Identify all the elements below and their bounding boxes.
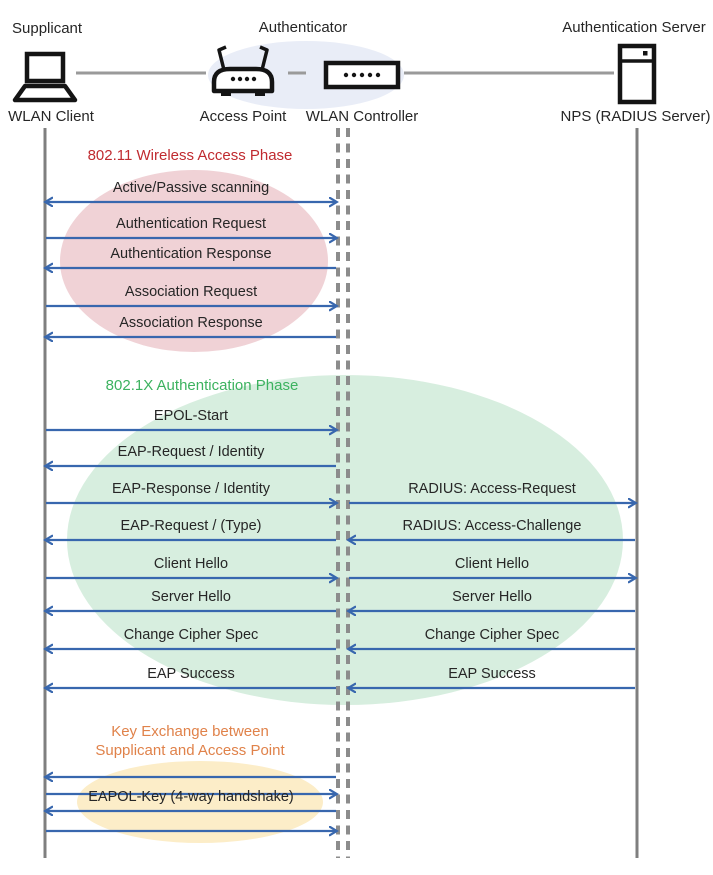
message-label: Server Hello [151, 589, 231, 605]
laptop-icon [12, 51, 78, 103]
phase-ellipse-2 [67, 375, 623, 705]
message-label: RADIUS: Access-Request [408, 481, 576, 497]
message-label: Change Cipher Spec [424, 627, 560, 643]
message-label: EPOL-Start [153, 408, 229, 424]
message-label: Client Hello [454, 556, 530, 572]
phase-title-2: 802.1X Authentication Phase [105, 377, 299, 394]
device-label-nps-radius-server: NPS (RADIUS Server) [560, 108, 711, 125]
device-label-wlan-client: WLAN Client [8, 108, 94, 125]
device-label-access-point: Access Point [199, 108, 287, 125]
phase-title-1: 802.11 Wireless Access Phase [87, 147, 293, 164]
message-label: EAP-Request / (Type) [120, 518, 262, 534]
message-label: RADIUS: Access-Challenge [402, 518, 582, 534]
message-label: Authentication Request [116, 216, 266, 232]
message-label: EAP Success [147, 666, 235, 682]
actor-role-supplicant: Supplicant [12, 20, 83, 37]
controller-icon [323, 60, 401, 90]
message-label: EAP-Response / Identity [112, 481, 270, 497]
phase-ellipse-3 [77, 761, 323, 843]
actor-role-authenticator: Authenticator [258, 19, 348, 36]
message-label: EAP Success [448, 666, 536, 682]
message-label: Authentication Response [110, 246, 272, 262]
actor-role-authentication-server: Authentication Server [562, 19, 706, 36]
device-label-wlan-controller: WLAN Controller [305, 108, 419, 125]
message-label: EAP-Request / Identity [117, 444, 265, 460]
message-label: EAPOL-Key (4-way handshake) [88, 789, 294, 805]
wireless-router-icon [211, 45, 275, 96]
message-label: Change Cipher Spec [123, 627, 259, 643]
server-icon [617, 43, 657, 105]
message-label: Association Request [124, 284, 258, 300]
message-label: Active/Passive scanning [112, 180, 270, 196]
message-label: Association Response [119, 315, 263, 331]
message-label: Client Hello [153, 556, 229, 572]
message-label: Server Hello [452, 589, 532, 605]
